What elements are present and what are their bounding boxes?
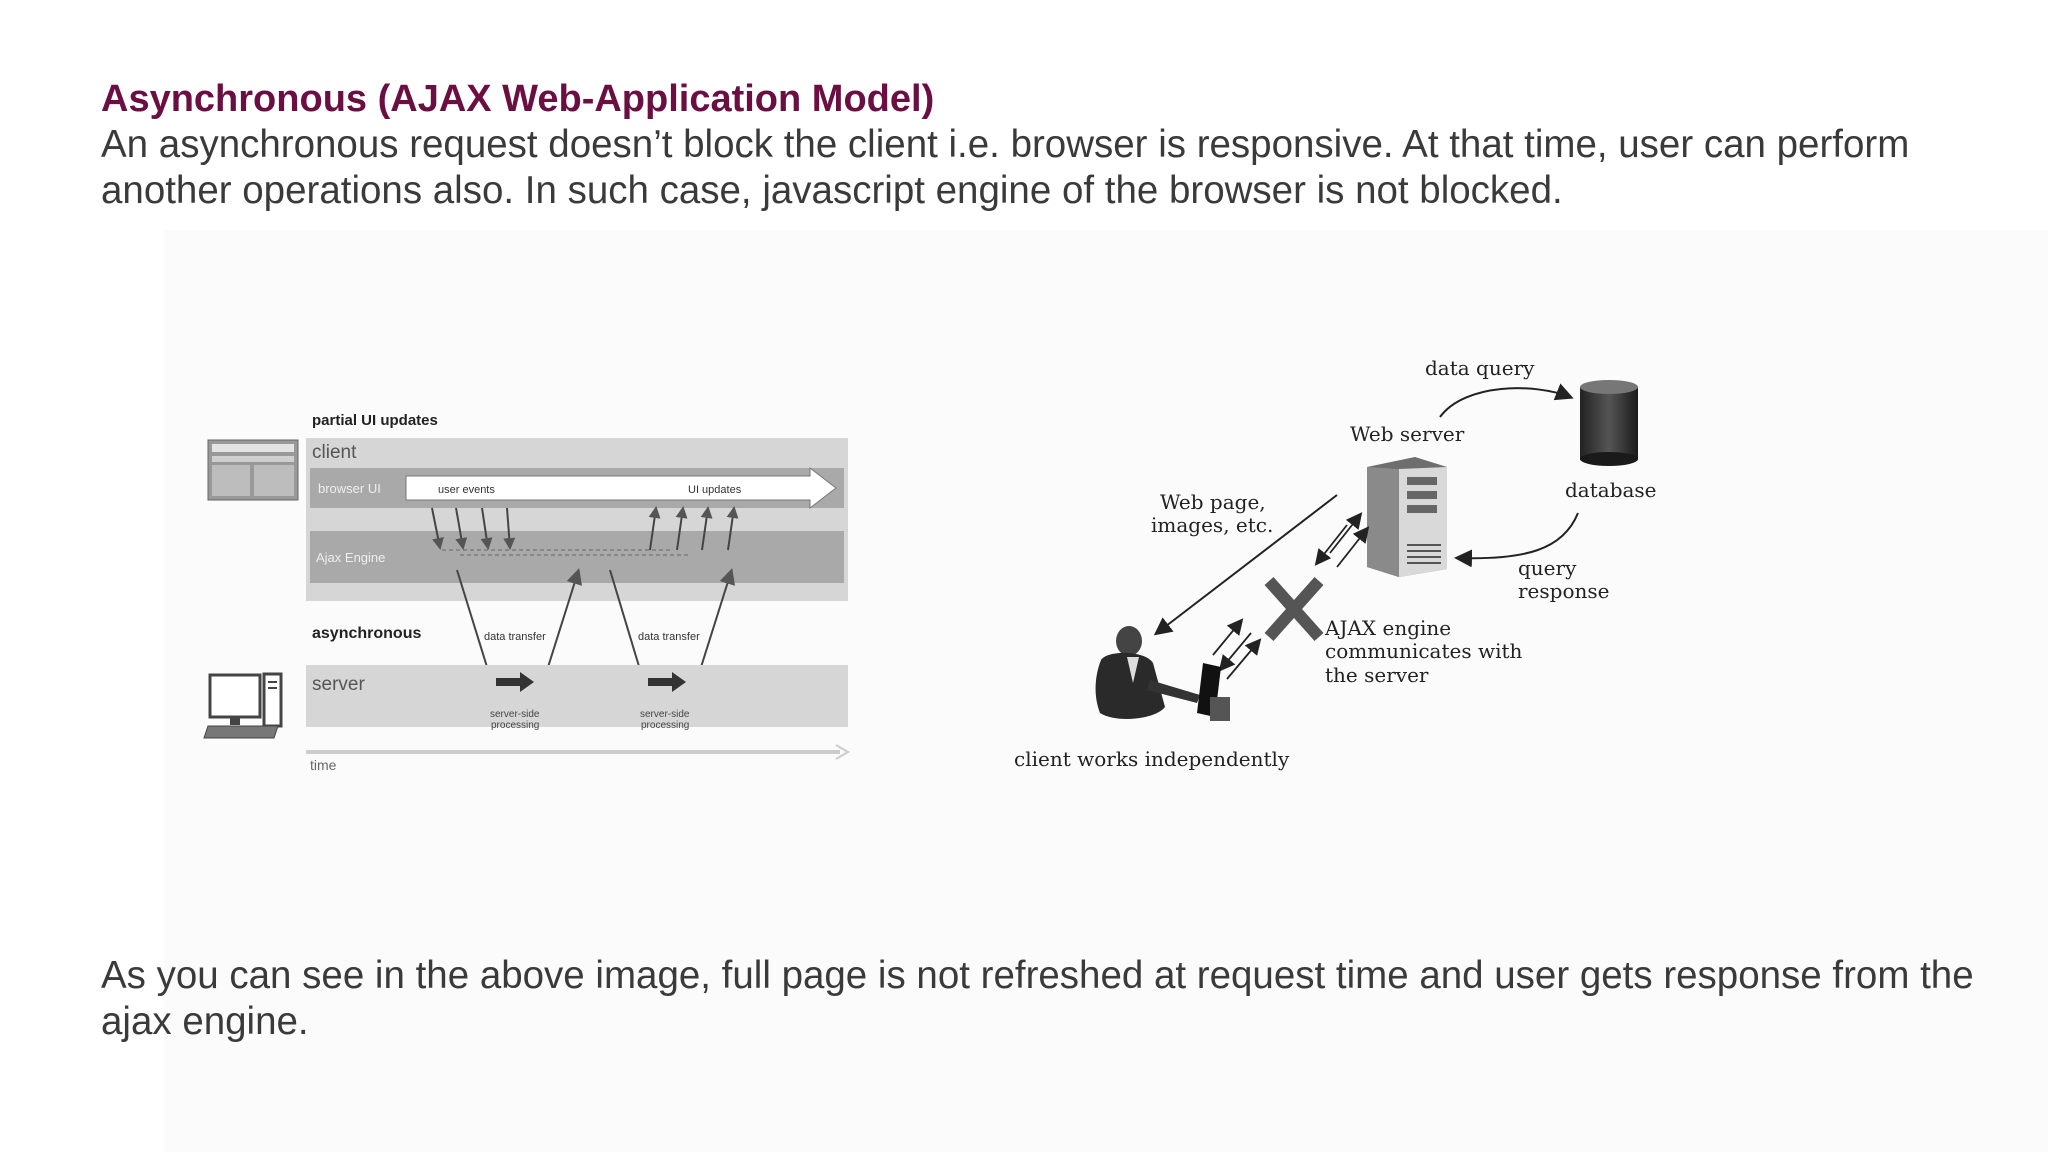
slide-heading: Asynchronous (AJAX Web-Application Model… — [101, 78, 935, 120]
partial-ui-updates-label: partial UI updates — [312, 412, 438, 429]
client-exchange-arrows — [1212, 618, 1262, 680]
server-side-1a: server-side — [490, 709, 540, 720]
database-icon — [1580, 380, 1638, 466]
ajax-engine-label-3: the server — [1325, 663, 1429, 687]
web-page-label-1: Web page, — [1160, 490, 1266, 514]
ui-update-arrows — [648, 506, 739, 551]
user-events-arrow — [405, 466, 837, 510]
server-label: server — [312, 674, 365, 695]
ajax-engine-label: Ajax Engine — [316, 550, 385, 565]
server-side-2b: processing — [641, 720, 689, 731]
data-transfer-arrows — [456, 568, 736, 687]
intro-paragraph: An asynchronous request doesn’t block th… — [101, 123, 1910, 212]
database-label: database — [1565, 478, 1657, 502]
server-band — [306, 665, 848, 727]
web-server-icon — [1367, 457, 1447, 577]
web-page-label-2: images, etc. — [1151, 513, 1273, 537]
query-response-label-1: query — [1518, 556, 1577, 580]
data-transfer-label-1: data transfer — [484, 631, 546, 643]
server-exchange-arrows — [1314, 512, 1370, 568]
data-query-arrow — [1439, 383, 1574, 418]
ajax-engine-label-2: communicates with — [1325, 639, 1523, 663]
query-response-arrow — [1454, 512, 1579, 568]
user-at-computer-icon — [1095, 626, 1230, 721]
ajax-architecture-diagram: data query Web server database query res… — [1015, 356, 1657, 771]
web-server-label: Web server — [1350, 422, 1465, 446]
browser-ui-label: browser UI — [318, 481, 381, 496]
query-response-label-2: response — [1518, 579, 1609, 603]
web-page-arrow — [1153, 494, 1338, 636]
browser-window-icon — [207, 439, 299, 501]
ajax-timeline-diagram: partial UI updates client browser UI use… — [203, 412, 850, 773]
asynchronous-label: asynchronous — [312, 625, 421, 642]
ajax-engine-label-1: AJAX engine — [1324, 616, 1451, 640]
time-label: time — [310, 757, 337, 773]
server-processing-arrow-2 — [648, 672, 686, 692]
ui-updates-label: UI updates — [688, 484, 742, 496]
blocked-x-icon — [1264, 577, 1324, 641]
server-processing-arrow-1 — [496, 672, 534, 692]
conclusion-paragraph: As you can see in the above image, full … — [101, 954, 1974, 1043]
server-side-2a: server-side — [640, 709, 690, 720]
server-side-1b: processing — [491, 720, 539, 731]
user-event-arrows — [431, 507, 516, 550]
data-transfer-label-2: data transfer — [638, 631, 700, 643]
desktop-computer-icon — [203, 672, 283, 739]
user-events-label: user events — [438, 484, 495, 496]
client-label: client — [312, 442, 357, 463]
data-query-label: data query — [1425, 356, 1535, 380]
client-works-label: client works independently — [1015, 747, 1290, 771]
